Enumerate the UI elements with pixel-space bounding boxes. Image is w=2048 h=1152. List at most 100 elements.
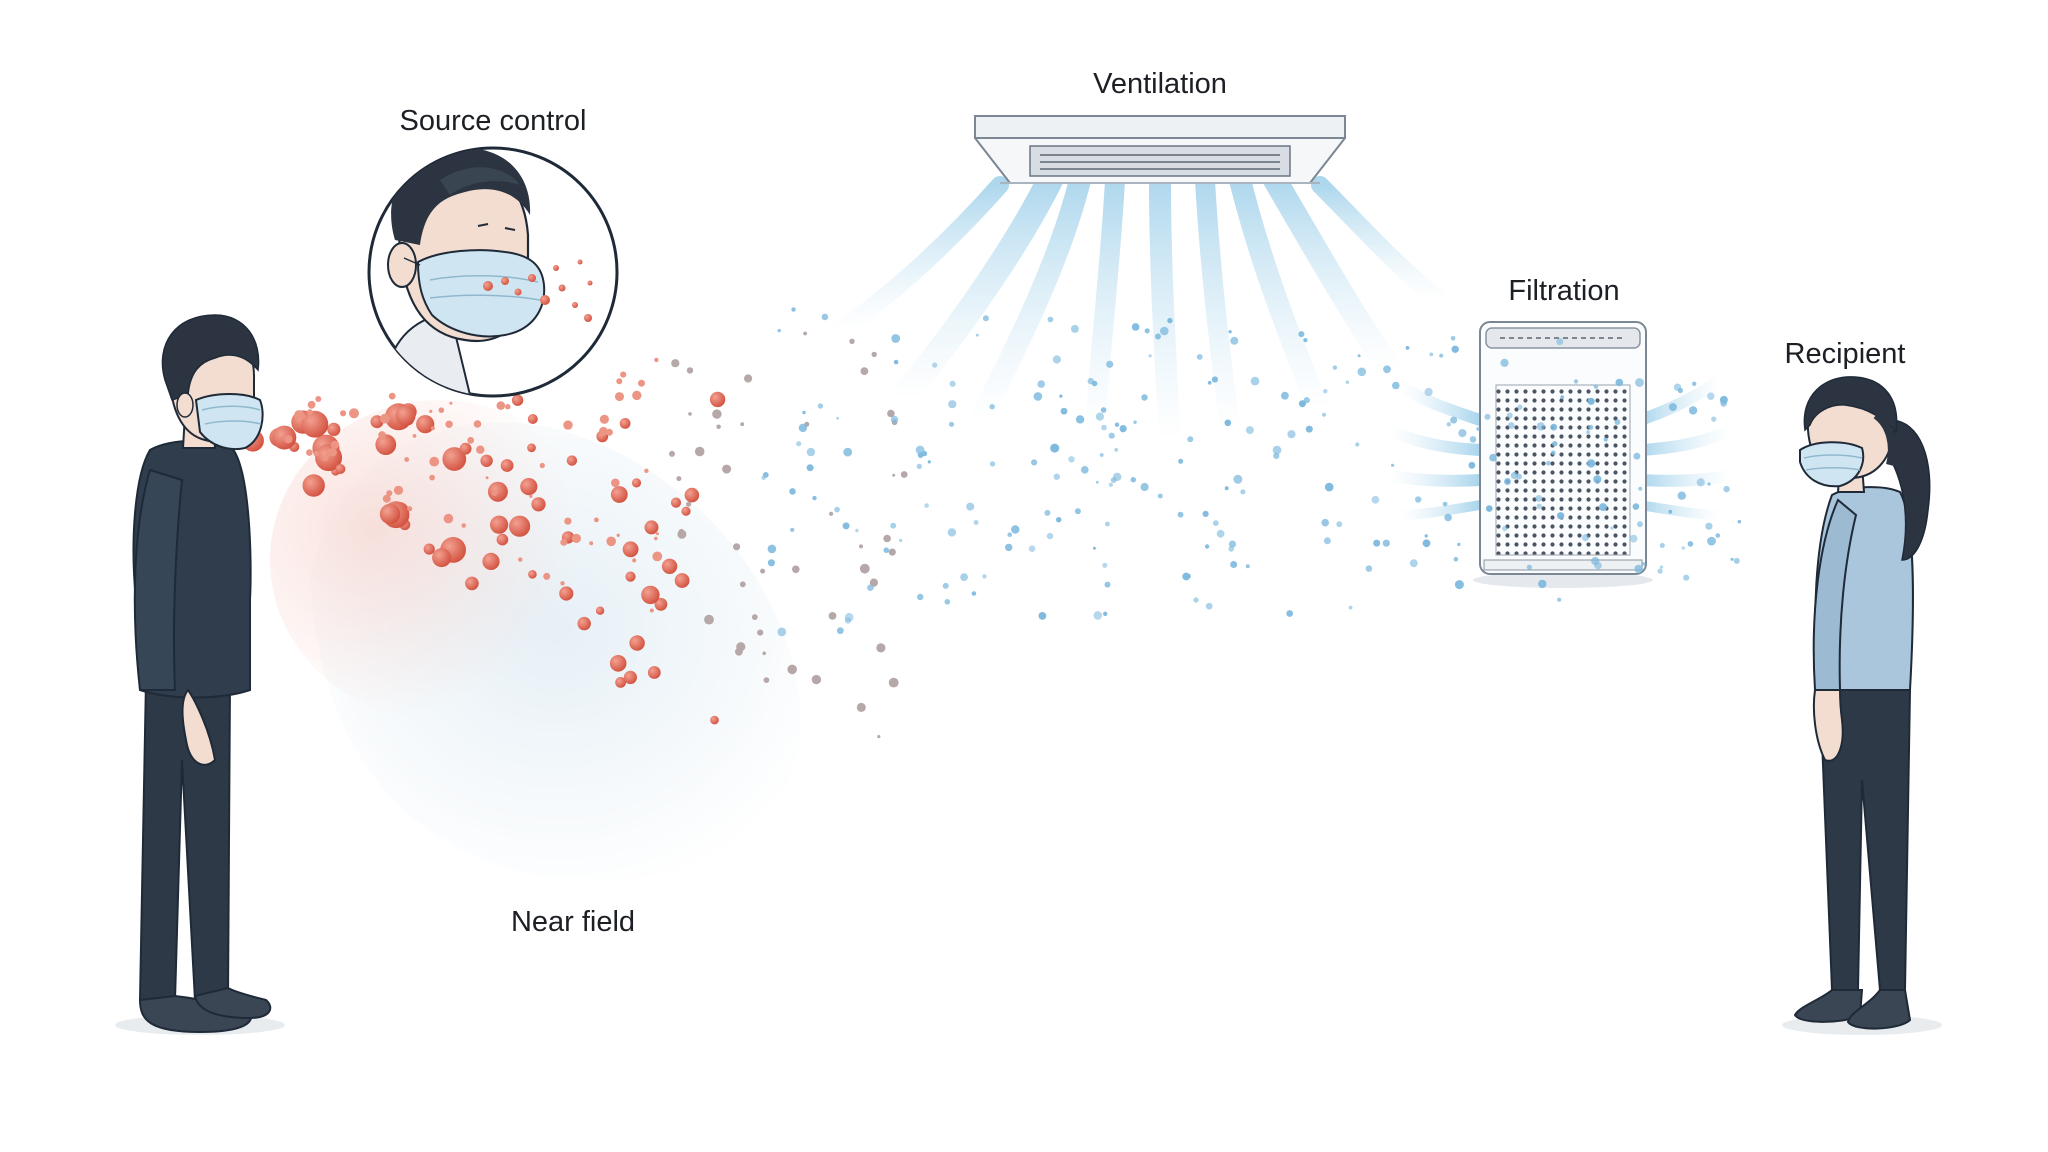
aerosol-particle: [924, 503, 929, 508]
small-droplet: [491, 490, 498, 496]
aerosol-particle: [1422, 539, 1431, 548]
aerosol-particle: [1573, 379, 1579, 384]
small-droplet: [656, 532, 659, 536]
aerosol-particle: [821, 313, 829, 321]
aerosol-particle: [1632, 503, 1640, 510]
respiratory-droplet: [520, 478, 538, 496]
aerosol-particle: [1588, 424, 1594, 430]
aerosol-particle: [1696, 478, 1705, 487]
aerosol-particle: [777, 627, 787, 637]
aerosol-particle: [1322, 412, 1326, 417]
small-droplet: [438, 407, 445, 414]
small-droplet: [694, 446, 705, 457]
respiratory-droplet: [647, 666, 661, 679]
small-droplet: [632, 558, 637, 563]
small-droplet: [310, 416, 314, 421]
aerosol-particle: [842, 522, 850, 530]
aerosol-particle: [1517, 404, 1523, 410]
small-droplet: [869, 578, 879, 587]
aerosol-particle: [1715, 533, 1721, 538]
respiratory-droplet: [577, 616, 591, 631]
respiratory-droplet: [631, 478, 642, 488]
small-droplet: [849, 338, 855, 344]
aerosol-particle: [1059, 394, 1063, 398]
respiratory-droplet: [395, 405, 416, 426]
small-droplet: [744, 374, 753, 383]
aerosol-particle: [1516, 473, 1522, 480]
aerosol-particle: [947, 528, 957, 537]
aerosol-particle: [789, 488, 796, 495]
aerosol-particle: [1454, 580, 1464, 590]
aerosol-particle: [1552, 441, 1558, 447]
aerosol-particle: [1114, 422, 1120, 427]
respiratory-droplet: [609, 655, 627, 672]
small-droplet: [671, 359, 680, 368]
aerosol-particle: [1108, 482, 1113, 487]
small-droplet: [722, 464, 732, 474]
small-droplet: [307, 409, 313, 415]
small-droplet: [760, 568, 766, 574]
aerosol-particle: [1586, 459, 1596, 468]
aerosol-particle: [762, 472, 769, 478]
aerosol-particle: [1677, 491, 1687, 500]
aerosol-particle: [893, 359, 899, 365]
aerosol-particle: [1687, 541, 1694, 547]
aerosol-particle: [1510, 471, 1518, 480]
aerosol-particle: [1081, 466, 1089, 474]
small-droplet: [429, 456, 440, 467]
aerosol-particle: [1110, 477, 1117, 483]
aerosol-particle: [1357, 367, 1367, 377]
aerosol-particle: [1450, 416, 1458, 424]
respiratory-droplet: [615, 677, 626, 688]
ventilation-label: Ventilation: [1093, 68, 1227, 100]
aerosol-particle: [1489, 453, 1497, 462]
respiratory-droplet: [625, 571, 636, 582]
aerosol-particle: [1659, 565, 1664, 569]
aerosol-particle: [1355, 442, 1360, 447]
small-droplet: [307, 400, 316, 409]
small-droplet: [571, 533, 582, 544]
aerosol-particle: [1245, 564, 1250, 569]
aerosol-particle: [1711, 416, 1717, 422]
aerosol-particle: [806, 464, 814, 472]
aerosol-particle: [1504, 478, 1511, 485]
aerosol-particle: [1102, 562, 1108, 568]
small-droplet: [876, 643, 886, 653]
small-droplet: [892, 473, 896, 477]
small-droplet: [407, 506, 413, 512]
aerosol-particle: [1707, 482, 1711, 486]
aerosol-particle: [1719, 395, 1728, 404]
small-droplet: [324, 452, 330, 458]
aerosol-particle: [1070, 324, 1079, 333]
aerosol-particle: [1100, 407, 1107, 413]
small-droplet: [615, 392, 624, 402]
aerosol-particle: [1591, 556, 1600, 566]
aerosol-particle: [836, 627, 844, 635]
aerosol-particle: [1178, 458, 1184, 464]
aerosol-particle: [1424, 534, 1428, 538]
aerosol-particle: [1103, 611, 1108, 616]
small-droplet: [860, 367, 869, 375]
aerosol-particle: [1240, 489, 1246, 495]
aerosol-particle: [1634, 564, 1643, 574]
aerosol-particle: [1286, 610, 1294, 617]
aerosol-particle: [867, 584, 874, 591]
respiratory-droplet: [335, 464, 346, 474]
small-droplet: [828, 612, 837, 620]
respiratory-droplet: [654, 597, 668, 611]
near-field-label: Near field: [510, 906, 636, 938]
aerosol-particle: [948, 421, 955, 427]
aerosol-particle: [1211, 376, 1218, 383]
aerosol-particle: [1429, 352, 1434, 357]
respiratory-droplet: [681, 506, 691, 516]
aerosol-particle: [921, 450, 928, 457]
aerosol-particle: [1486, 505, 1493, 512]
small-droplet: [887, 409, 895, 418]
aerosol-particle: [982, 574, 987, 579]
small-droplet: [563, 420, 573, 430]
aerosol-particle: [767, 544, 777, 554]
aerosol-particle: [1737, 520, 1742, 524]
aerosol-particle: [1535, 495, 1543, 502]
aerosol-particle: [1323, 389, 1328, 394]
aerosol-particle: [1187, 436, 1194, 443]
